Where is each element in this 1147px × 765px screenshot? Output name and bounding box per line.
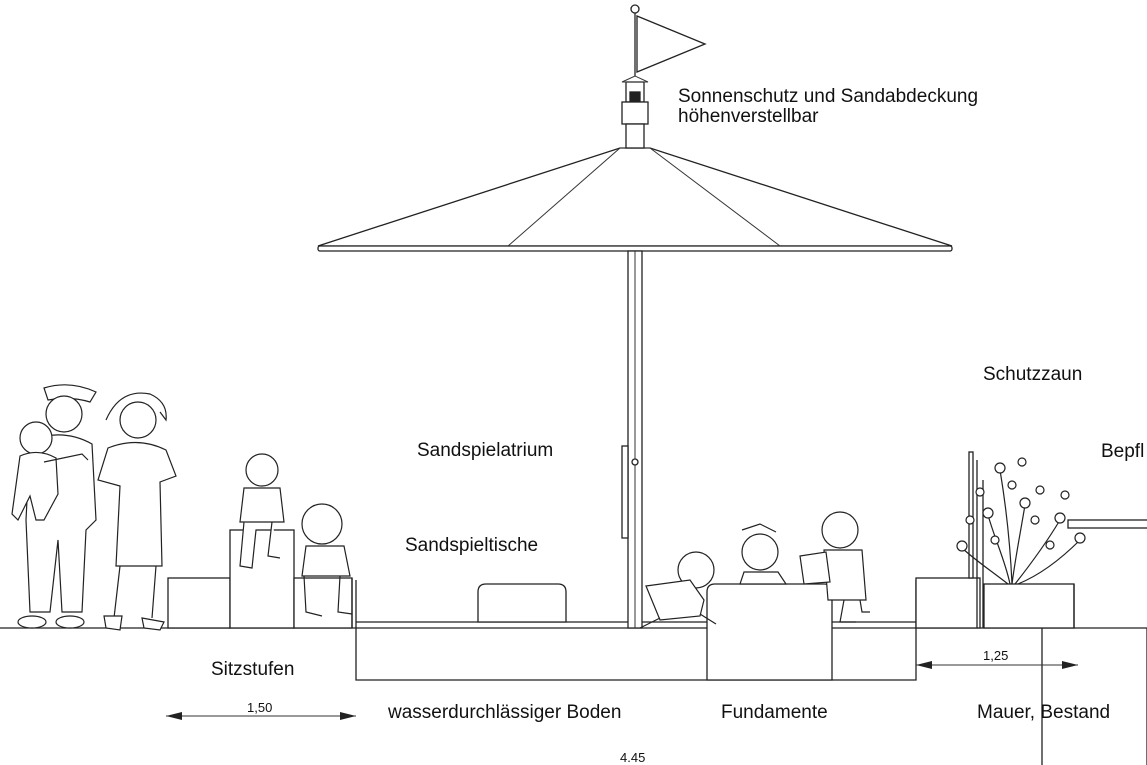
father-with-child-figure <box>11 384 97 629</box>
dimension-fence-value: 1,25 <box>983 648 1009 663</box>
label-steps: Sitzstufen <box>211 659 295 680</box>
dimension-total-value: 4.45 <box>620 750 646 765</box>
child-crawling-figure <box>639 551 717 629</box>
dimension-steps <box>166 712 356 720</box>
child-girl-at-table <box>739 523 788 585</box>
child-sitting-on-step <box>239 453 285 569</box>
shrub-planting <box>956 457 1086 585</box>
child-with-bucket-figure <box>799 511 870 623</box>
sandspieltisch-left <box>477 583 567 623</box>
label-fence: Schutzzaun <box>983 364 1083 385</box>
label-foundations: Fundamente <box>721 702 828 723</box>
umbrella-canopy <box>317 147 953 252</box>
umbrella-crown <box>621 75 649 149</box>
flag-icon <box>630 4 707 76</box>
dimension-fence <box>916 661 1078 669</box>
sitzstufen-seating-steps <box>167 529 353 629</box>
umbrella-mast <box>621 250 643 629</box>
mother-figure <box>97 392 177 631</box>
label-planter: Bepfl <box>1101 441 1145 462</box>
dimension-steps-value: 1,50 <box>247 700 273 715</box>
mauer-bestand-wall <box>915 519 1147 765</box>
label-canopy-adjustable: höhenverstellbar <box>678 106 819 127</box>
label-wall: Mauer, Bestand <box>977 702 1111 723</box>
label-canopy: Sonnenschutz und Sandabdeckung <box>678 86 979 107</box>
label-atrium: Sandspielatrium <box>417 440 554 461</box>
schutzzaun-fence <box>968 451 984 628</box>
sandspieltisch-right <box>706 583 833 681</box>
label-tables: Sandspieltische <box>405 535 539 556</box>
label-floor: wasserdurchlässiger Boden <box>388 702 622 723</box>
child-thinking-figure <box>301 503 353 617</box>
